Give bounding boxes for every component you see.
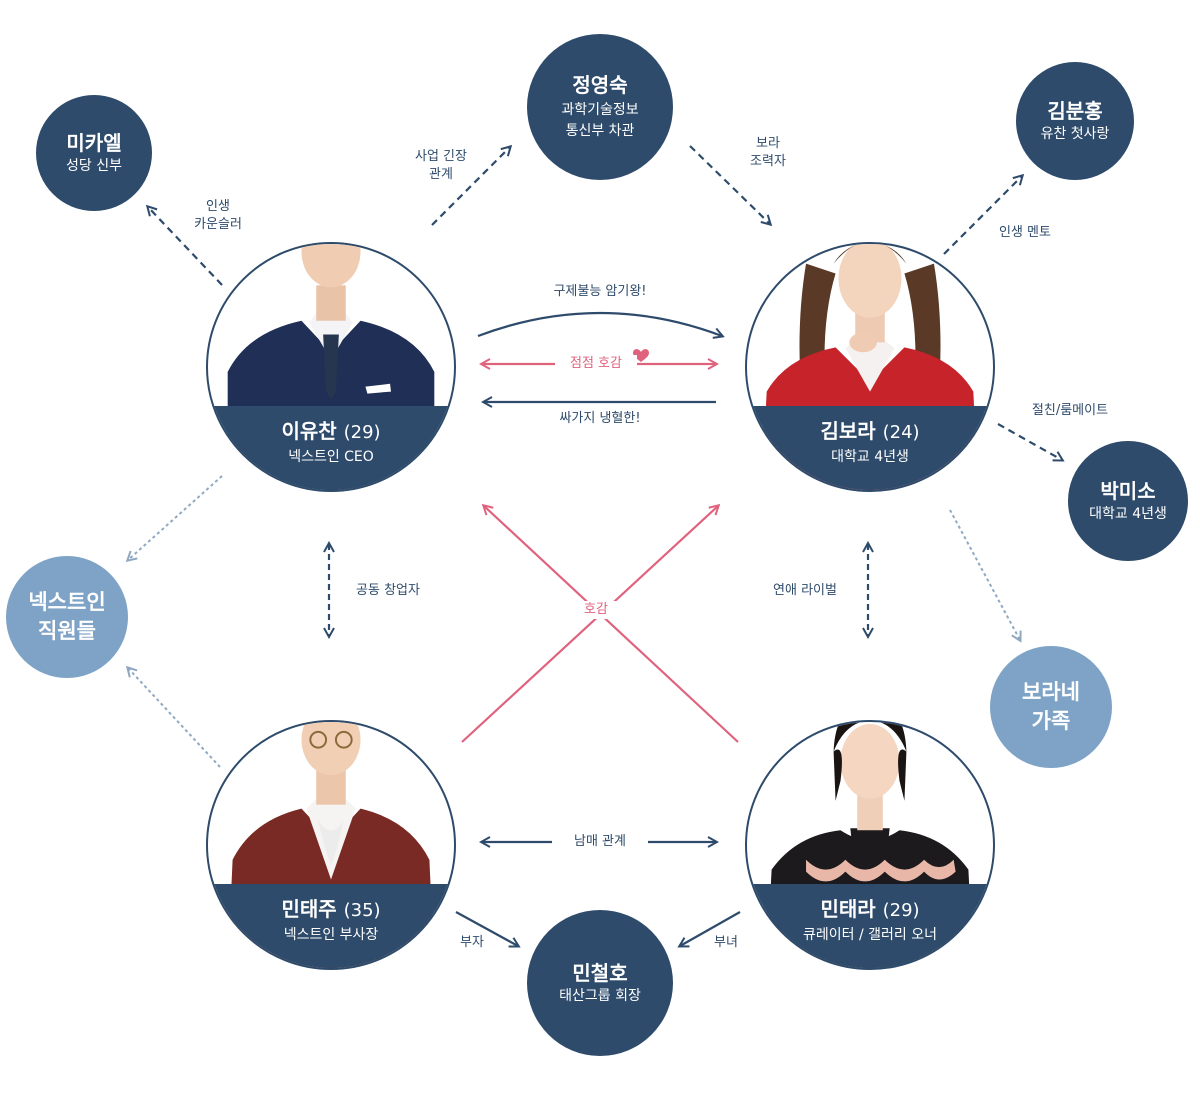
label-memorization-king: 구제불능 암기왕! [553,284,647,299]
satellite-role-line1: 과학기술정보 [561,102,639,118]
label-love-rival: 연애 라이벌 [773,583,837,598]
label-bora-helper: 보라 조력자 [750,136,786,169]
character-role: 넥스트인 CEO [288,449,374,465]
label-siblings: 남매 관계 [552,833,648,851]
label-business-tension: 사업 긴장 관계 [415,149,467,182]
character-name: 이유찬 [281,419,337,443]
character-name: 김보라 [820,419,876,443]
label-affection: 호감 [575,601,617,619]
heart-icon [633,349,649,362]
taeju-name-band: 민태주 (35) 넥스트인 부사장 [208,884,454,968]
satellite-staff[interactable]: 넥스트인 직원들 [6,556,128,678]
character-name: 민태라 [820,897,876,921]
satellite-role: 태산그룹 회장 [559,987,641,1004]
arrow-memorization-king [477,311,722,336]
arrow-to-bunhong [943,176,1022,255]
satellite-name: 미카엘 [66,130,122,155]
character-role: 큐레이터 / 갤러리 오너 [803,927,937,943]
label-growing-affection: 점점 호감 [555,355,637,373]
yuchan-name-band: 이유찬 (29) 넥스트인 CEO [208,406,454,490]
satellite-role-line2: 통신부 차관 [565,123,635,139]
satellite-name-line1: 넥스트인 [28,590,106,614]
label-cofounder: 공동 창업자 [356,583,420,598]
character-age: (29) [343,422,381,443]
arrow-to-michael [148,207,223,286]
satellite-misoo[interactable]: 박미소 대학교 4년생 [1068,441,1188,561]
label-father-son: 부자 [460,935,484,950]
arrow-taeju-to-staff [128,668,221,768]
satellite-role: 유찬 첫사랑 [1040,125,1110,142]
satellite-name-line1: 보라네 [1022,680,1080,704]
character-taera[interactable]: 민태라 (29) 큐레이터 / 갤러리 오너 [745,720,995,970]
label-life-mentor: 인생 멘토 [999,225,1051,240]
label-father-daughter: 부녀 [714,935,738,950]
satellite-role: 성당 신부 [66,157,122,174]
bora-name-band: 김보라 (24) 대학교 4년생 [747,406,993,490]
satellite-name: 정영숙 [572,73,628,97]
character-role: 넥스트인 부사장 [283,927,379,943]
character-name: 민태주 [281,897,337,921]
arrow-youngsook-to-bora [689,145,770,224]
satellite-name: 박미소 [1100,478,1156,503]
arrow-bora-to-family [949,509,1020,640]
arrow-taeju-to-bora [461,506,718,743]
satellite-name: 김분홍 [1047,98,1103,123]
arrow-taera-to-yuchan [484,506,739,743]
satellite-bora-family[interactable]: 보라네 가족 [990,646,1112,768]
satellite-michael[interactable]: 미카엘 성당 신부 [36,95,152,211]
label-life-counselor: 인생 카운슬러 [194,199,242,232]
arrow-taera-to-cheolho [680,911,741,946]
satellite-name-line2: 가족 [1031,709,1071,733]
character-age: (29) [882,900,920,921]
satellite-role: 대학교 4년생 [1089,505,1167,522]
character-age: (35) [343,900,381,921]
arrow-to-misoo [997,423,1062,460]
satellite-bunhong[interactable]: 김분홍 유찬 첫사랑 [1016,62,1134,180]
arrow-taeju-to-cheolho [455,911,518,946]
character-bora[interactable]: 김보라 (24) 대학교 4년생 [745,242,995,492]
arrow-to-youngsook [431,147,510,226]
character-taeju[interactable]: 민태주 (35) 넥스트인 부사장 [206,720,456,970]
character-role: 대학교 4년생 [831,449,909,465]
satellite-cheolho[interactable]: 민철호 태산그룹 회장 [527,910,673,1056]
satellite-youngsook[interactable]: 정영숙 과학기술정보 통신부 차관 [527,34,673,180]
taera-name-band: 민태라 (29) 큐레이터 / 갤러리 오너 [747,884,993,968]
label-rude-cold: 싸가지 냉혈한! [559,411,641,426]
satellite-name-line2: 직원들 [38,619,96,643]
character-yuchan[interactable]: 이유찬 (29) 넥스트인 CEO [206,242,456,492]
character-age: (24) [882,422,920,443]
satellite-name: 민철호 [572,960,628,985]
label-best-friend: 절친/룸메이트 [1031,403,1109,418]
